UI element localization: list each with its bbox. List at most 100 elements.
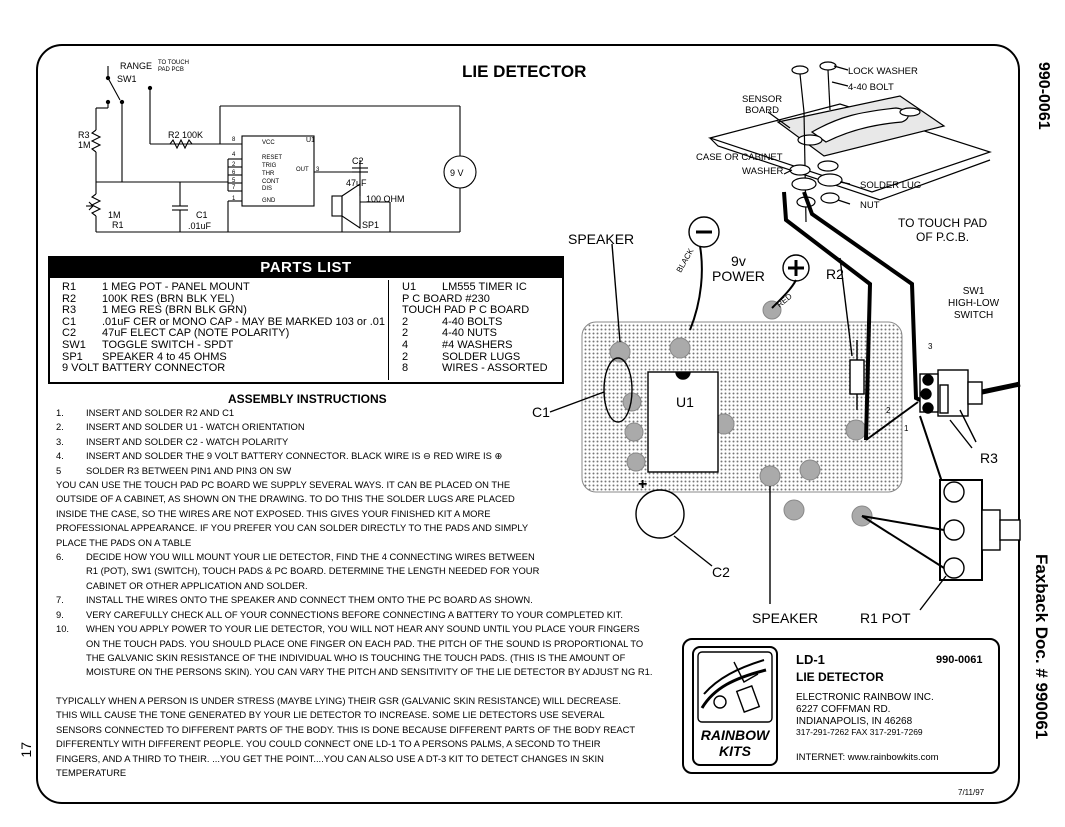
ic-pin-5: 5 [232,178,236,184]
paragraph-line: THIS WILL CAUSE THE TONE GENERATED BY YO… [56,709,605,721]
assembly-paragraph: TYPICALLY WHEN A PERSON IS UNDER STRESS … [56,694,635,780]
pcb-c1-label: C1 [532,404,550,420]
revision-date: 7/11/97 [958,788,985,797]
company-phone: 317-291-7262 FAX 317-291-7269 [796,727,923,738]
kit-model: LD-1 [796,652,825,667]
company-info: ELECTRONIC RAINBOW INC. 6227 COFFMAN RD.… [796,692,934,739]
pcb-r1-pot-label: R1 POT [860,610,911,626]
ic-pin-dis: DIS [262,186,273,192]
schematic-c2-value: 47uF [346,178,367,188]
schematic-diagram [86,66,477,233]
assembly-heading: ASSEMBLY INSTRUCTIONS [228,392,387,406]
assembly-line: PROFESSIONAL APPEARANCE. IF YOU PREFER Y… [56,522,529,534]
assembly-line: 9.VERY CAREFULLY CHECK ALL OF YOUR CONNE… [56,608,623,620]
pcb-u1-label: U1 [676,394,694,410]
pcb-r3-label: R3 [980,450,998,466]
schematic-range-label: RANGE [120,61,153,71]
sensor-board-label: SENSOR BOARD [742,94,783,116]
schematic-sp1-label: SP1 [362,220,380,230]
kit-number: 990-0061 [936,654,983,666]
schematic-r1-label: R1 [112,220,124,230]
ic-pin-8: 8 [232,137,236,143]
ic-pin-trig: TRIG [262,163,277,169]
sw-pin-1: 1 [904,424,909,433]
logo-artwork-icon [697,651,773,723]
parts-row: P C BOARD #230 [402,292,490,305]
schematic-r2-label: R2 100K [168,130,204,140]
assembly-line: MOISTURE ON THE PERSONS SKIN). YOU CAN V… [86,666,653,678]
paragraph-line: FINGERS, AND A THIRD TO THEIR. ...YOU GE… [56,752,604,764]
schematic-u1-label: U1 [306,137,315,144]
assembly-line: CABINET OR OTHER APPLICATION AND SOLDER. [86,579,308,591]
ic-pin-3: 3 [316,167,320,173]
company-internet: INTERNET: www.rainbowkits.com [796,752,939,763]
ic-pin-2: 2 [232,162,236,168]
assembly-line: 4.INSERT AND SOLDER THE 9 VOLT BATTERY C… [56,450,503,462]
title-block: RAINBOW KITS LD-1 990-0061 LIE DETECTOR … [682,638,1000,774]
company-name: ELECTRONIC RAINBOW INC. [796,692,934,703]
ic-pin-out: OUT [296,167,309,173]
ic-pin-1: 1 [232,196,236,202]
to-touch-pad-label: TO TOUCH PAD OF P.C.B. [898,216,988,244]
pcb-c2-plus: + [638,476,648,493]
company-address-1: 6227 COFFMAN RD. [796,703,891,715]
schematic-r1-value: 1M [108,210,121,220]
ic-pin-cont: CONT [262,179,279,185]
ic-pin-6: 6 [232,170,236,176]
parts-list-heading: PARTS LIST [50,258,562,278]
schematic-c1-label: C1 [196,210,208,220]
assembly-line: 1.INSERT AND SOLDER R2 AND C1 [56,407,235,418]
pcb-speaker-bottom-label: SPEAKER [752,610,819,626]
ic-pin-4: 4 [232,152,236,158]
ic-pin-reset: RESET [262,155,283,161]
assembly-line: 10.WHEN YOU APPLY POWER TO YOUR LIE DETE… [56,623,640,635]
pcb-c2-label: C2 [712,564,730,580]
schematic-r3-label: R3 [78,130,90,140]
assembly-line: YOU CAN USE THE TOUCH PAD PC BOARD WE SU… [56,479,511,491]
pcb-wiring-drawing [549,191,1021,611]
case-label: CASE OR CABINET [696,152,783,163]
pcb-power-label: 9v POWER [712,253,765,284]
assembly-line: THE GALVANIC SKIN RESISTANCE OF THE INDI… [86,651,626,663]
page-title: LIE DETECTOR [462,62,587,81]
pcb-speaker-top-label: SPEAKER [568,231,635,247]
schematic-battery-label: 9 V [450,168,464,178]
schematic-c2-label: C2 [352,156,364,166]
page-border [36,44,1020,804]
paragraph-line: TYPICALLY WHEN A PERSON IS UNDER STRESS … [56,695,622,706]
kit-name: LIE DETECTOR [796,670,884,684]
assembly-line: OUTSIDE OF A CABINET, AS SHOWN ON THE DR… [56,493,515,505]
parts-list-divider [388,280,389,380]
ic-pin-vcc: VCC [262,140,275,146]
assembly-line: 3.INSERT AND SOLDER C2 - WATCH POLARITY [56,435,289,447]
doc-number-vertical: 990-0061 [1035,62,1052,130]
schematic-sw1-label: SW1 [117,74,137,84]
assembly-line: PLACE THE PADS ON A TABLE [56,536,192,548]
pcb-r2-label: R2 [826,266,844,282]
schematic-touch-label: TO TOUCH PAD PCB [158,60,190,73]
parts-row: C1.01uF CER or MONO CAP - MAY BE MARKED … [62,315,386,328]
logo-text-kits: KITS [719,743,751,759]
pcb-sw1-label: SW1 HIGH-LOW SWITCH [948,286,1000,321]
company-address-2: INDIANAPOLIS, IN 46268 [796,715,913,727]
assembly-line: INSIDE THE CASE, SO THE WIRES ARE NOT EX… [56,507,491,519]
ic-pin-7: 7 [232,185,236,191]
assembly-line: ON THE TOUCH PADS. YOU SHOULD PLACE ONE … [86,637,644,649]
parts-row: 9 VOLT BATTERY CONNECTOR [62,362,226,375]
page-number: 17 [18,742,34,758]
nut-label: NUT [860,200,880,211]
assembly-instructions: 1.INSERT AND SOLDER R2 AND C1 2.INSERT A… [56,406,652,680]
